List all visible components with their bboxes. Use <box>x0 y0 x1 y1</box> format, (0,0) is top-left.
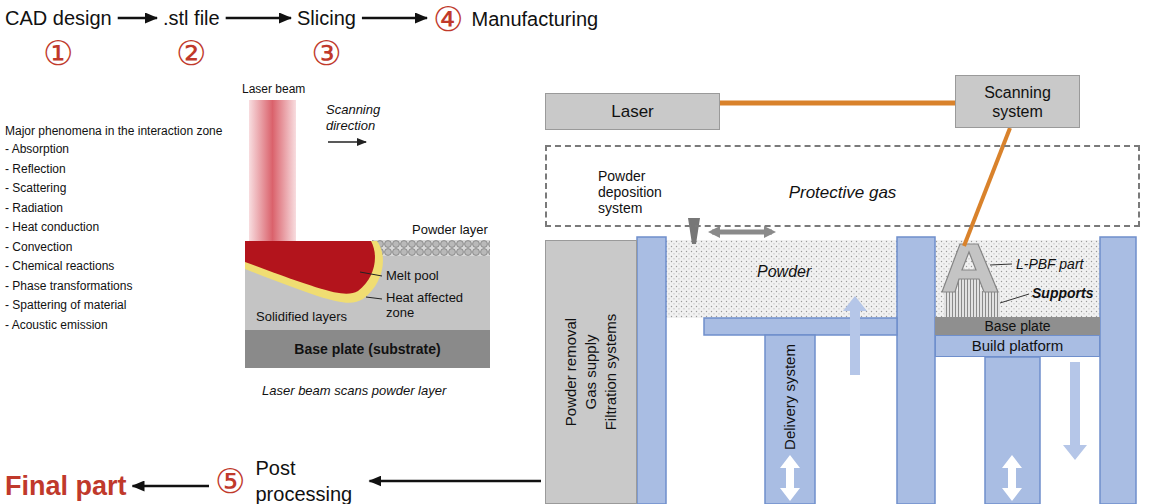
list-item: - Reflection <box>5 162 66 176</box>
part-label: Laser beam <box>242 82 305 96</box>
final-part-title: Final part <box>5 470 127 502</box>
bar-label: Build platform <box>972 337 1064 355</box>
flow-arrow <box>720 101 955 106</box>
melt-pool-inset <box>245 100 490 330</box>
part-label: Melt pool <box>386 268 439 284</box>
laser-box: Laser <box>545 93 720 130</box>
box-label: Delivery system <box>780 344 800 450</box>
process-step: CAD design ① <box>5 6 112 72</box>
process-step: ④ Manufacturing <box>433 0 598 38</box>
direction-label: Scanning direction <box>326 102 396 134</box>
step-name: Manufacturing <box>471 7 598 31</box>
list-item: - Scattering <box>5 181 66 195</box>
region-label: Powder <box>757 262 811 281</box>
callout-number: ② <box>176 34 206 72</box>
box-label: Laser <box>611 102 654 122</box>
service-box: Powder removal Gas supply Filtration sys… <box>545 240 637 504</box>
box-label: Powder removal Gas supply Filtration sys… <box>561 305 621 439</box>
part-label: Supports <box>1032 285 1093 302</box>
list-item: - Convection <box>5 240 72 254</box>
list-item: - Spattering of material <box>5 298 126 312</box>
base-plate: Base plate <box>935 317 1100 335</box>
process-step: Slicing ③ <box>297 6 356 72</box>
part-label: Heat affected zone <box>386 290 481 320</box>
part-label: Powder deposition system <box>598 168 680 216</box>
lpbf-machine <box>637 128 1136 504</box>
flow-arrow <box>362 17 427 20</box>
part-label: Solidified layers <box>256 309 347 325</box>
step-name: Post processing <box>255 455 365 504</box>
substrate-plate: Base plate (substrate) <box>245 330 490 368</box>
callout-number: ① <box>43 34 73 72</box>
flow-arrow <box>226 17 291 20</box>
list-item: - Absorption <box>5 142 69 156</box>
list-item: - Radiation <box>5 201 63 215</box>
step-name: .stl file <box>163 6 220 30</box>
callout-number: ④ <box>433 0 463 38</box>
bar-label: Base plate <box>984 318 1050 334</box>
part-label: Powder layer <box>412 222 488 238</box>
part-label: L-PBF part <box>1016 256 1083 273</box>
list-item: - Chemical reactions <box>5 259 114 273</box>
delivery-piston: Delivery system <box>765 335 815 504</box>
callout-number: ③ <box>311 34 341 72</box>
process-step: ⑤ Post processing <box>215 455 365 504</box>
flow-arrow <box>369 480 541 483</box>
scanner-box: Scanning system <box>955 75 1080 128</box>
final-step: Final part <box>5 470 127 502</box>
list-item: - Phase transformations <box>5 279 132 293</box>
flow-arrow <box>118 17 157 20</box>
box-label: Scanning system <box>963 83 1073 121</box>
process-step: .stl file ② <box>163 6 220 72</box>
bar-label: Base plate (substrate) <box>294 341 440 357</box>
list-item: - Acoustic emission <box>5 318 108 332</box>
inset-caption: Laser beam scans powder layer <box>262 383 446 399</box>
flow-arrow <box>133 485 209 488</box>
step-name: Slicing <box>297 6 356 30</box>
list-item: - Heat conduction <box>5 220 99 234</box>
list-heading: Major phenomena in the interaction zone <box>5 124 222 138</box>
build-platform: Build platform <box>935 335 1100 357</box>
chamber-label: Protective gas <box>789 183 897 203</box>
callout-number: ⑤ <box>215 462 245 500</box>
step-name: CAD design <box>5 6 112 30</box>
